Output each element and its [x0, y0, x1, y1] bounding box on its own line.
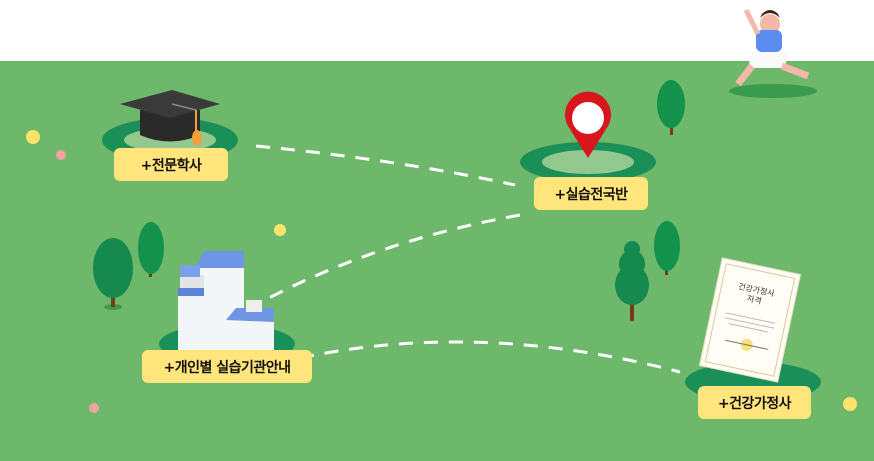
flowers — [26, 130, 857, 413]
dashed-route — [255, 144, 681, 374]
stop-healthy-family-specialist[interactable]: +건강가정사 — [698, 386, 811, 419]
graduation-cap-icon — [120, 90, 220, 146]
trees — [93, 80, 685, 321]
map-pin-icon — [565, 91, 611, 158]
certificate-icon: 건강가정사 자격 — [698, 257, 802, 383]
building-icon — [178, 251, 274, 355]
svg-text:자격: 자격 — [746, 293, 762, 306]
stop-associate-degree[interactable]: +전문학사 — [114, 148, 228, 181]
stop-nationwide-practicum[interactable]: +실습전국반 — [534, 177, 648, 210]
running-person-icon — [735, 8, 810, 87]
header-strip — [0, 0, 874, 61]
stop-practicum-institution-guide[interactable]: +개인별 실습기관안내 — [142, 350, 312, 383]
